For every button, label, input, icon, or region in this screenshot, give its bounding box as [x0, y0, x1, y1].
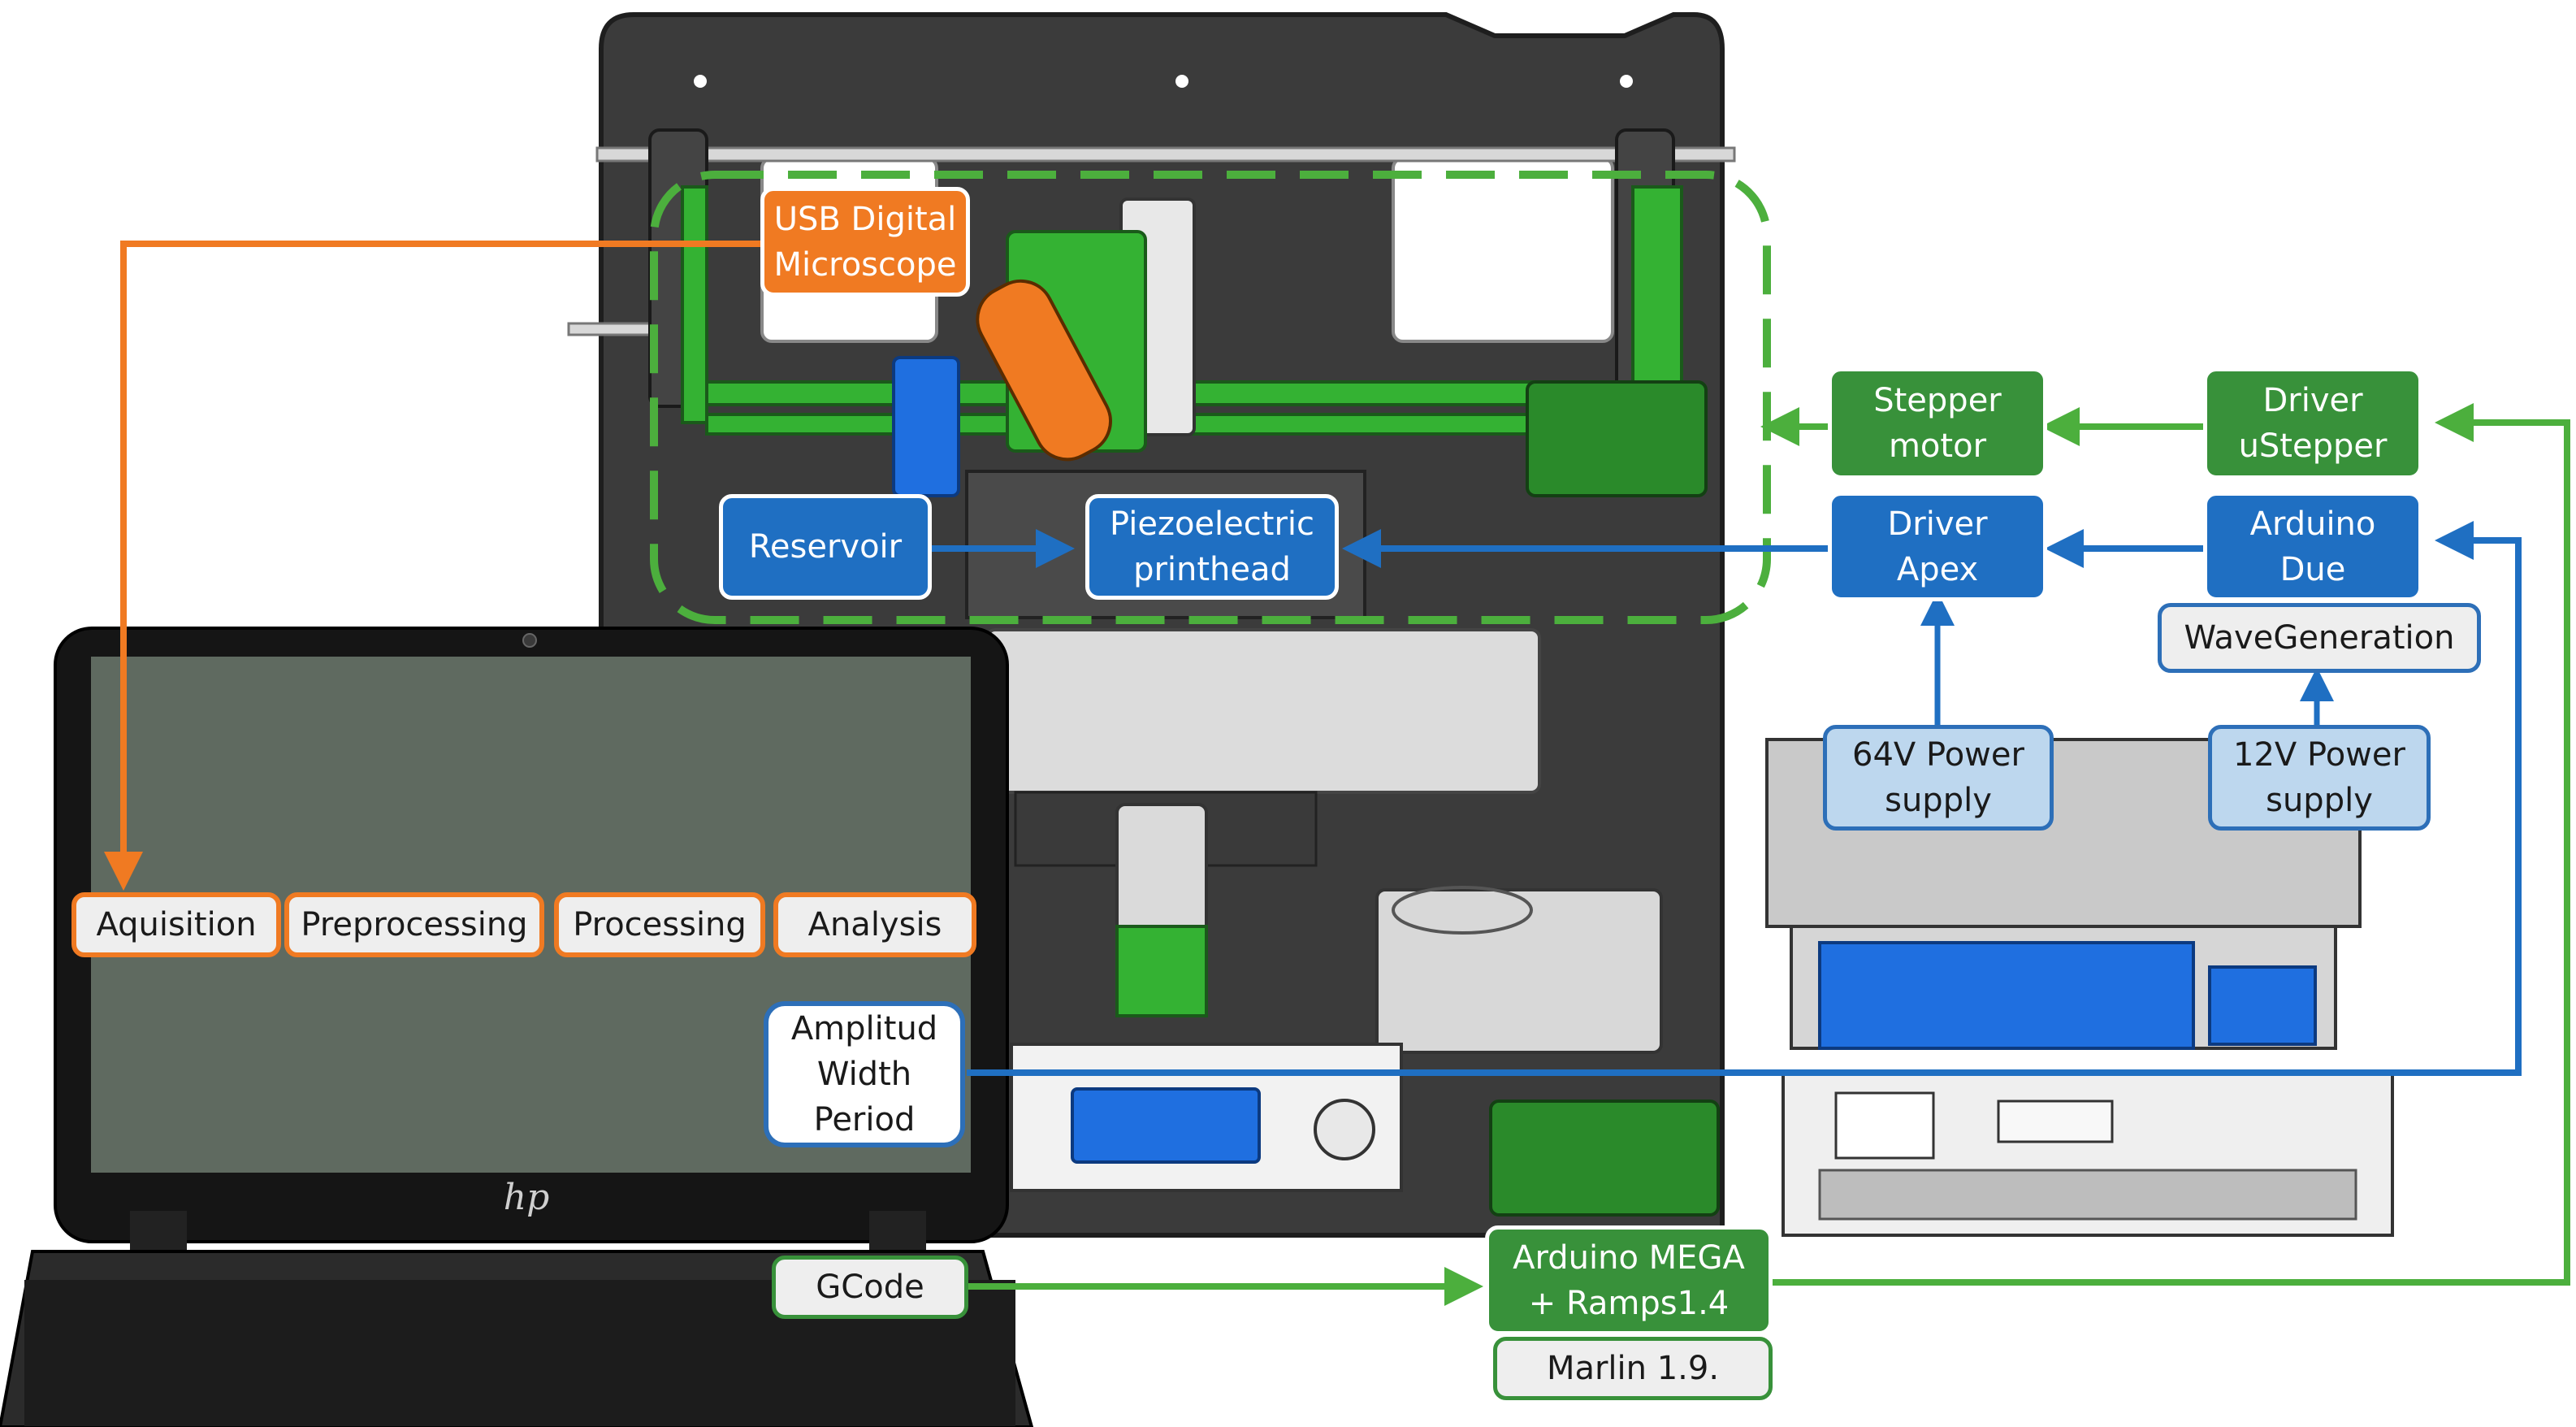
printer-zone-outline [650, 171, 1771, 624]
power-12v-label-line1: 12V Power [2233, 736, 2405, 774]
pulse-parameters-box: Amplitud Width Period [764, 1001, 965, 1147]
width-label: Width [816, 1056, 912, 1093]
aquisition-label: Aquisition [96, 906, 257, 943]
preprocessing-label: Preprocessing [301, 906, 528, 943]
reservoir-label: Reservoir [748, 528, 903, 566]
microscope-to-aquisition-arrow [104, 241, 762, 891]
mega-label-line2: + Ramps1.4 [1528, 1284, 1730, 1322]
preprocessing-box: Preprocessing [284, 892, 544, 957]
power-64v-box: 64V Power supply [1823, 725, 2054, 831]
due-label-line1: Arduino [2249, 505, 2376, 543]
power-12v-label-line2: supply [2266, 782, 2373, 819]
amplitud-label: Amplitud [790, 1010, 938, 1047]
apex-label-line1: Driver [1887, 505, 1988, 543]
wave-generation-box: WaveGeneration [2158, 603, 2481, 673]
stepper-motor-label-line2: motor [1888, 427, 1987, 465]
printhead-label-line2: printhead [1133, 551, 1291, 588]
gcode-label: GCode [816, 1269, 924, 1306]
laptop [0, 627, 1034, 1427]
power-12v-box: 12V Power supply [2208, 725, 2431, 831]
wave-generation-label: WaveGeneration [2184, 619, 2455, 657]
reservoir-box: Reservoir [719, 494, 932, 600]
gcode-box: GCode [772, 1256, 968, 1319]
arduino-mega-box: Arduino MEGA + Ramps1.4 [1485, 1225, 1773, 1335]
processing-box: Processing [554, 892, 765, 957]
stepper-motor-label-line1: Stepper [1873, 382, 2002, 419]
marlin-box: Marlin 1.9. [1493, 1337, 1773, 1400]
printhead-label-line1: Piezoelectric [1110, 505, 1314, 543]
power-64v-label-line2: supply [1885, 782, 1992, 819]
marlin-label: Marlin 1.9. [1546, 1350, 1720, 1387]
params-to-due-arrow [967, 521, 2522, 1076]
apex-label-line2: Apex [1896, 550, 1979, 588]
ustepper-label-line1: Driver [2262, 382, 2363, 419]
usb-microscope-label-line1: USB Digital [773, 200, 957, 238]
stepper-motor-box: Stepper motor [1828, 367, 2047, 479]
processing-label: Processing [573, 906, 747, 943]
ustepper-label-line2: uStepper [2238, 427, 2388, 465]
mega-to-ustepper-arrow [1771, 403, 2570, 1286]
analysis-label: Analysis [807, 906, 942, 943]
mega-label-line1: Arduino MEGA [1513, 1238, 1745, 1277]
arduino-due-box: Arduino Due [2203, 492, 2422, 601]
usb-microscope-box: USB Digital Microscope [760, 187, 970, 297]
usb-microscope-label-line2: Microscope [773, 245, 957, 284]
driver-apex-box: Driver Apex [1828, 492, 2047, 601]
due-label-line2: Due [2279, 550, 2346, 588]
driver-ustepper-box: Driver uStepper [2203, 367, 2422, 479]
analysis-box: Analysis [773, 892, 976, 957]
period-label: Period [813, 1101, 916, 1139]
hp-logo: hp [504, 1177, 550, 1218]
aquisition-box: Aquisition [71, 892, 281, 957]
power-64v-label-line1: 64V Power [1852, 736, 2024, 774]
piezoelectric-printhead-box: Piezoelectric printhead [1085, 494, 1339, 600]
